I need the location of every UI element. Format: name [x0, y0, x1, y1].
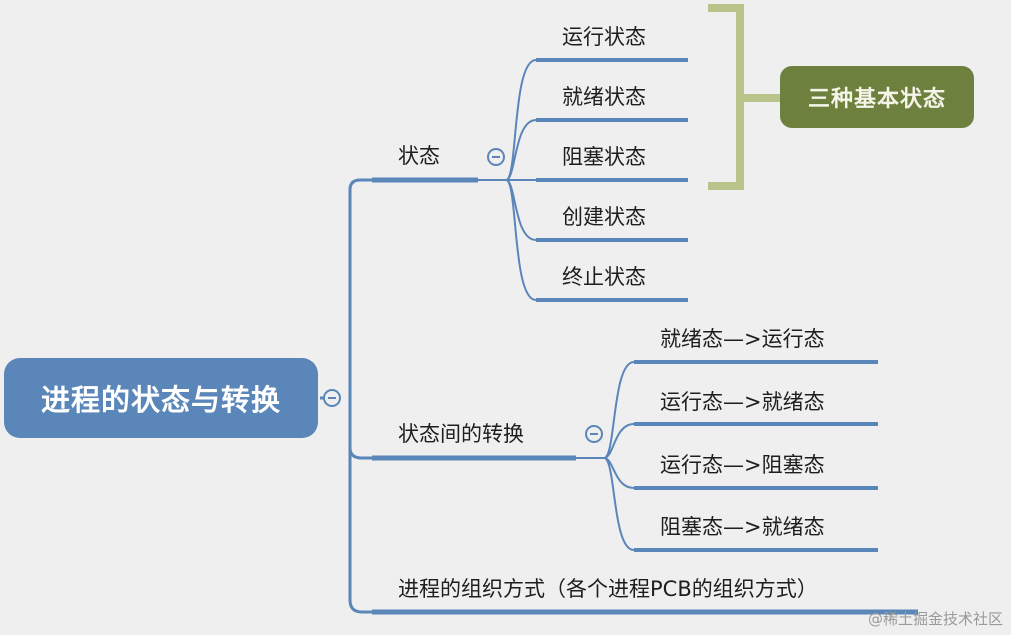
mid-branch-link: [348, 447, 372, 460]
root-collapse-icon[interactable]: [323, 389, 341, 407]
transition-child-ready-to-running[interactable]: 就绪态—>运行态: [660, 327, 825, 351]
state-child-blocked[interactable]: 阻塞状态: [562, 145, 646, 169]
state-child-underlines: [536, 58, 688, 302]
summary-bracket: [708, 4, 780, 190]
transitions-fan: [576, 361, 635, 551]
state-child-running[interactable]: 运行状态: [562, 25, 646, 49]
branch-organization-label[interactable]: 进程的组织方式（各个进程PCB的组织方式）: [398, 577, 818, 601]
watermark: @稀土掘金技术社区: [867, 610, 1003, 628]
main-branch-curve: [348, 178, 372, 614]
transition-child-blocked-to-ready[interactable]: 阻塞态—>就绪态: [660, 515, 825, 539]
branch-states-label[interactable]: 状态: [398, 144, 440, 168]
transition-child-underlines: [634, 360, 878, 552]
transition-child-running-to-ready[interactable]: 运行态—>就绪态: [660, 390, 825, 414]
state-child-ready[interactable]: 就绪状态: [562, 85, 646, 109]
state-child-created[interactable]: 创建状态: [562, 205, 646, 229]
state-child-terminated[interactable]: 终止状态: [562, 265, 646, 289]
transitions-collapse-icon[interactable]: [585, 425, 603, 443]
transition-child-running-to-blocked[interactable]: 运行态—>阻塞态: [660, 453, 825, 477]
summary-node[interactable]: 三种基本状态: [780, 66, 974, 128]
branch-transitions-label[interactable]: 状态间的转换: [398, 422, 524, 446]
states-fan: [478, 59, 537, 301]
states-collapse-icon[interactable]: [487, 148, 505, 166]
root-node[interactable]: 进程的状态与转换: [4, 358, 318, 438]
